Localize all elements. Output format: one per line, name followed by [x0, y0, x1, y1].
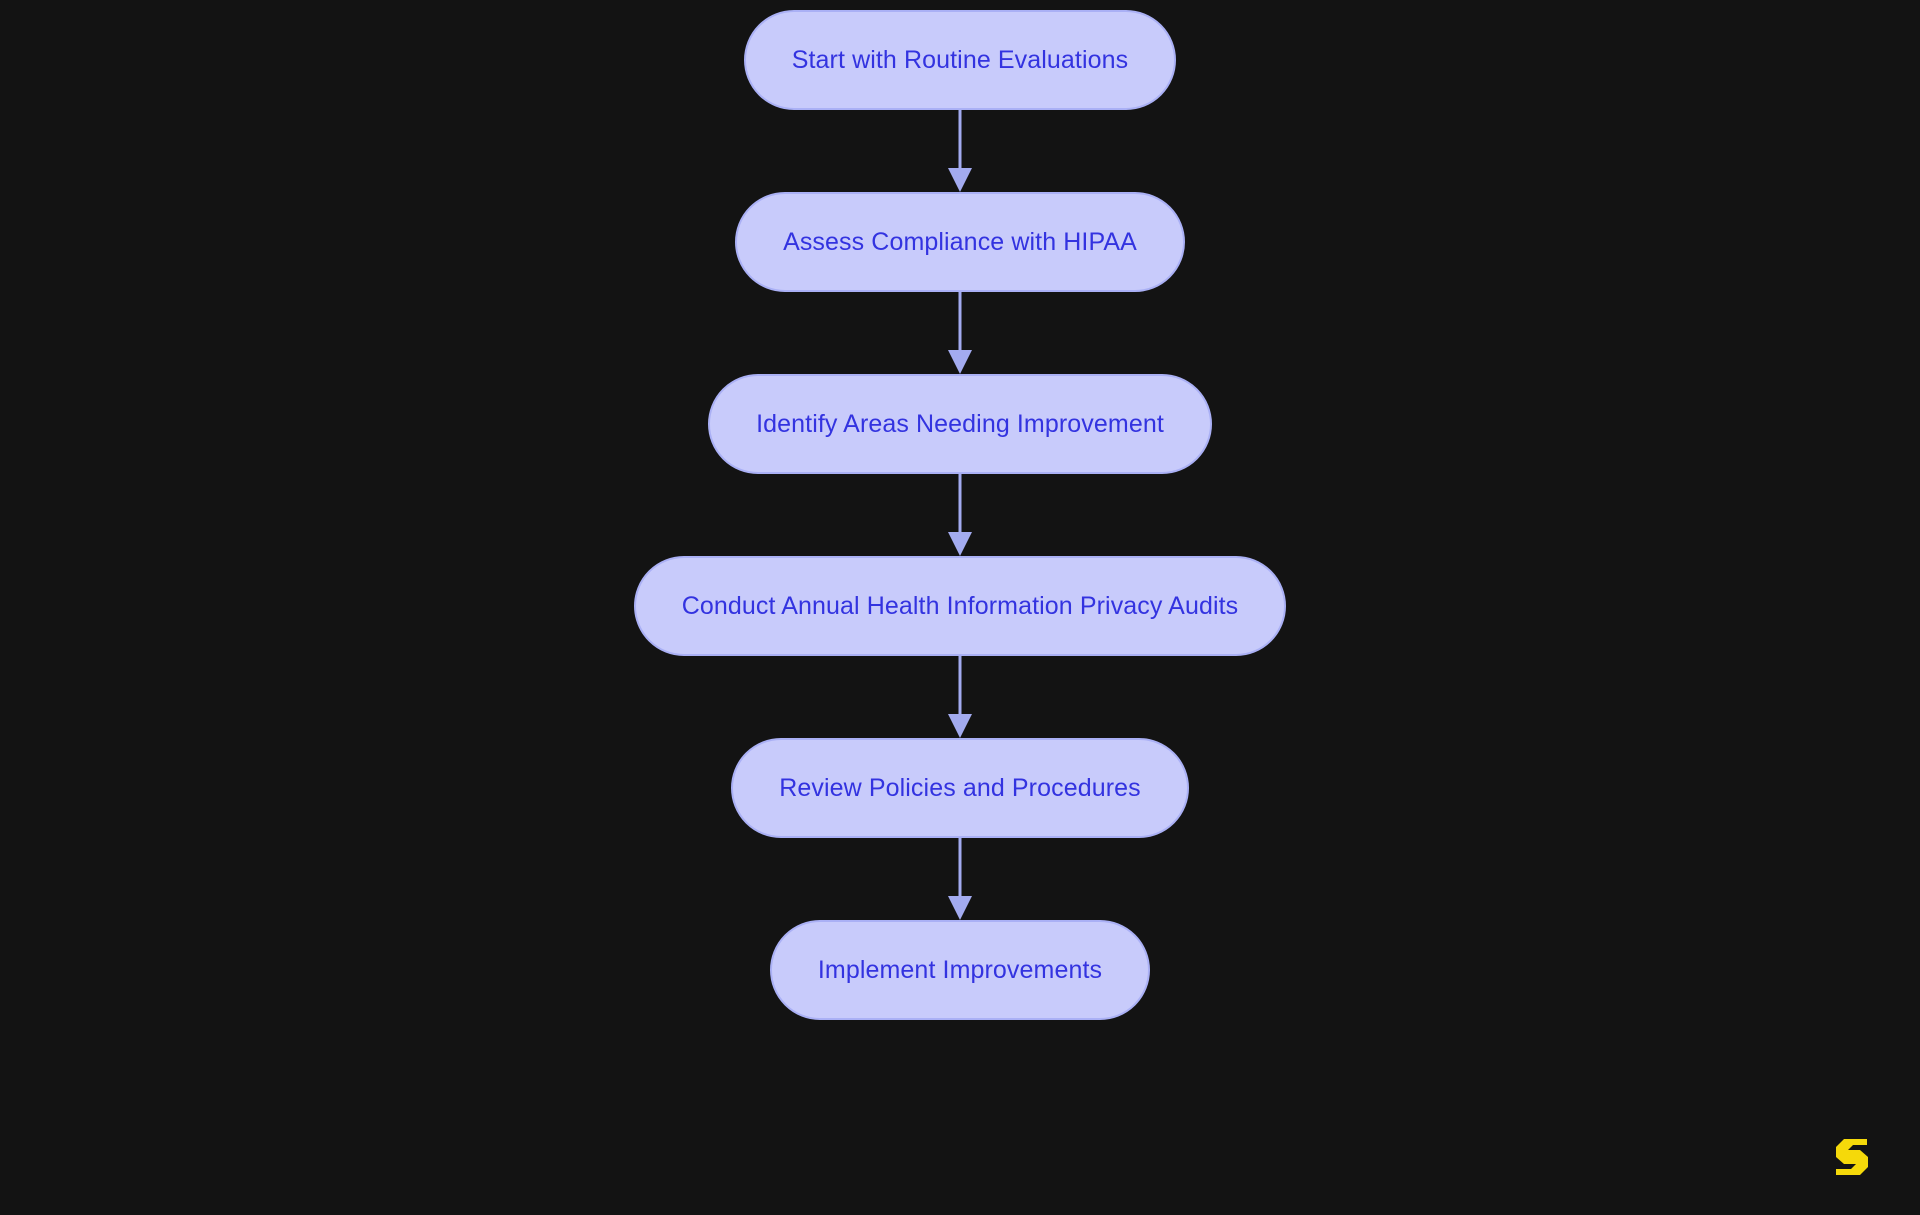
- flow-node-label: Implement Improvements: [817, 955, 1103, 984]
- flow-node-identify-areas-needing-improvement[interactable]: Identify Areas Needing Improvement: [708, 374, 1212, 474]
- stylized-s-logo-icon: [1836, 1139, 1868, 1175]
- edge-line: [958, 292, 962, 352]
- edge-line: [958, 838, 962, 898]
- flow-node-label: Identify Areas Needing Improvement: [756, 409, 1164, 438]
- edge-line: [958, 474, 962, 534]
- flow-edge-n2-n3: [948, 474, 972, 556]
- flow-node-review-policies-and-procedures[interactable]: Review Policies and Procedures: [731, 738, 1189, 838]
- flow-edge-n3-n4: [948, 656, 972, 738]
- flowchart-node-column: Start with Routine Evaluations Assess Co…: [0, 10, 1920, 1020]
- arrowhead-icon: [948, 168, 972, 192]
- flow-edge-n4-n5: [948, 838, 972, 920]
- arrowhead-icon: [948, 714, 972, 738]
- flow-node-label: Start with Routine Evaluations: [791, 45, 1129, 74]
- edge-line: [958, 656, 962, 716]
- flow-node-conduct-annual-health-information-privacy-audits[interactable]: Conduct Annual Health Information Privac…: [633, 556, 1287, 656]
- flow-node-label: Conduct Annual Health Information Privac…: [681, 591, 1239, 620]
- flow-edge-n1-n2: [948, 292, 972, 374]
- flow-node-label: Review Policies and Procedures: [779, 773, 1141, 802]
- arrowhead-icon: [948, 350, 972, 374]
- arrowhead-icon: [948, 896, 972, 920]
- arrowhead-icon: [948, 532, 972, 556]
- flow-node-start-with-routine-evaluations[interactable]: Start with Routine Evaluations: [743, 10, 1177, 110]
- flow-node-implement-improvements[interactable]: Implement Improvements: [769, 920, 1151, 1020]
- flow-node-label: Assess Compliance with HIPAA: [783, 227, 1137, 256]
- edge-line: [958, 110, 962, 170]
- flow-node-assess-compliance-with-hipaa[interactable]: Assess Compliance with HIPAA: [735, 192, 1185, 292]
- flow-edge-n0-n1: [948, 110, 972, 192]
